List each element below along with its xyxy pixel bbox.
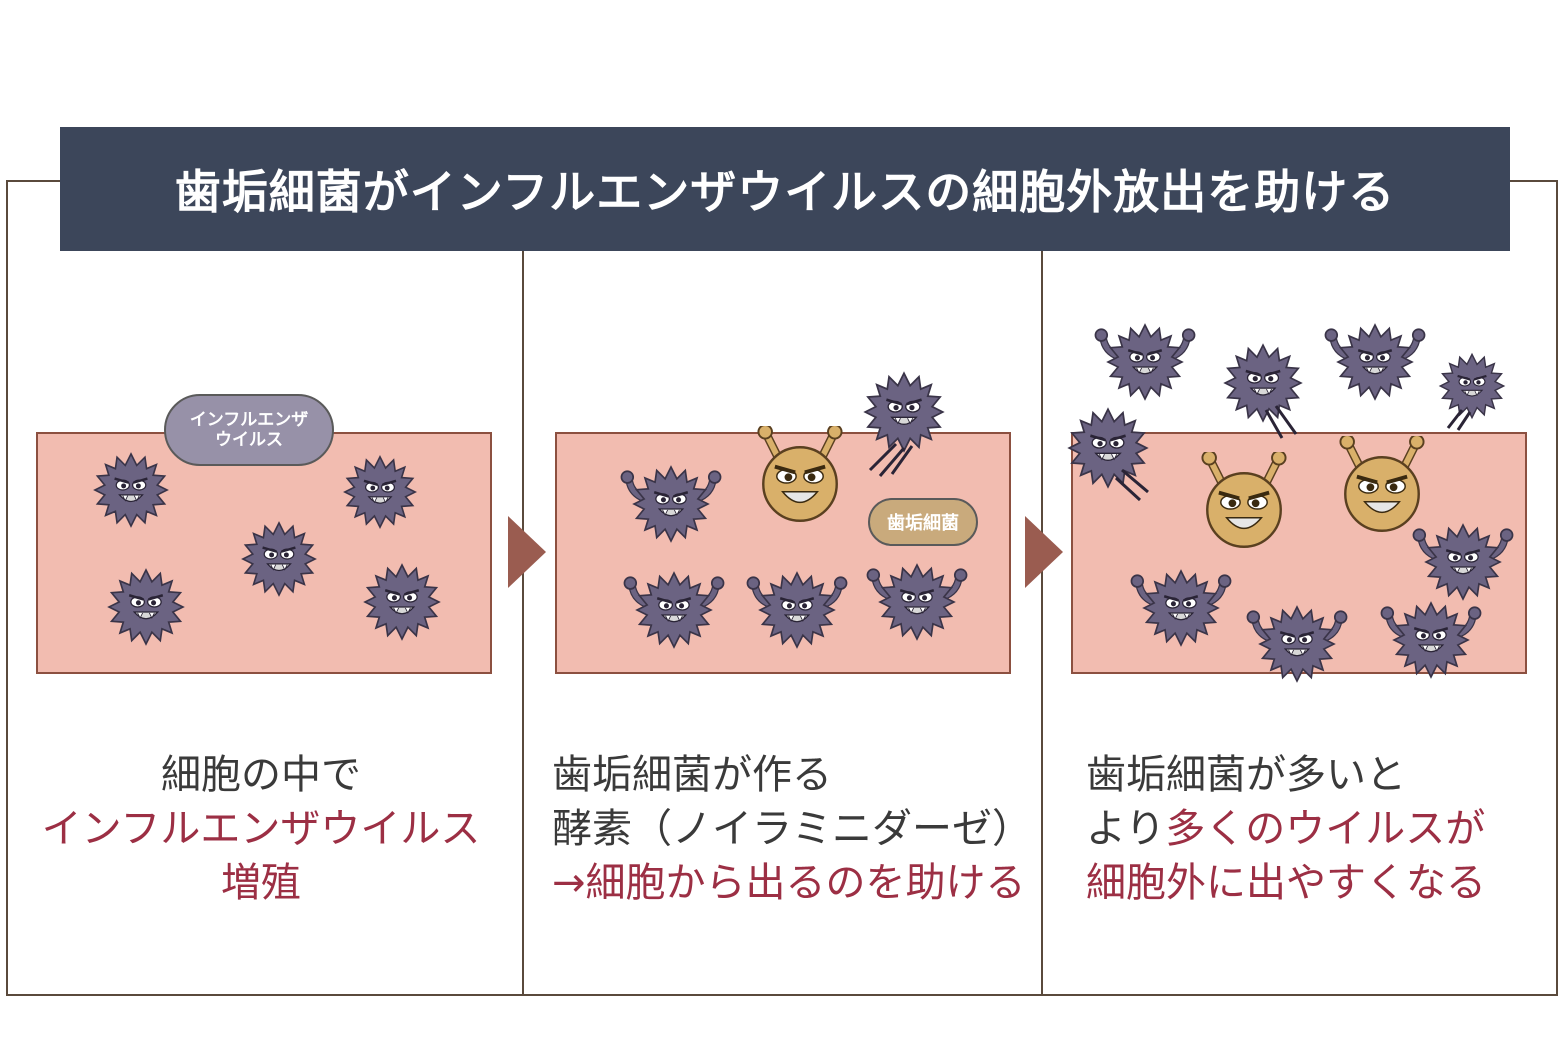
virus-icon [624,573,723,647]
bacteria-icon [758,425,841,521]
virus-icon [241,521,317,597]
virus-icon [867,565,966,639]
bubble-line: インフルエンザ [189,410,309,430]
caption-line-highlight: →細胞から出るのを助ける [552,860,1026,906]
virus-icon [1247,607,1346,681]
escaping-virus-icon [1067,407,1149,502]
caption-text-highlight: 多くのウイルスが [1165,806,1486,852]
caption-line: 歯垢細菌が作る [552,752,832,798]
bubble-line: ウイルス [215,430,283,450]
virus-icon [363,563,441,641]
caption-line-highlight: 細胞外に出やすくなる [1086,860,1486,906]
caption-line-highlight: インフルエンザウイルス [41,806,481,852]
caption-line-highlight: 増殖 [221,860,301,906]
caption-panel-1: 細胞の中で インフルエンザウイルス 増殖 [0,748,522,910]
virus-icon [1381,603,1480,677]
influenza-virus-label: インフルエンザ ウイルス [164,394,334,466]
bacteria-icon [1202,451,1285,547]
virus-icon [747,573,846,647]
diagram-title: 歯垢細菌がインフルエンザウイルスの細胞外放出を助ける [60,127,1510,251]
bacteria-icon [1340,435,1423,531]
panel-divider-1 [522,250,524,996]
plaque-bacteria-label: 歯垢細菌 [868,498,978,546]
arrow-right-icon [508,516,546,588]
virus-icon [93,452,169,528]
virus-icon [1325,325,1424,399]
caption-text: より [1086,806,1166,852]
virus-icon [1131,571,1230,645]
caption-line: 細胞の中で [161,752,361,798]
caption-panel-3: 歯垢細菌が多いと より多くのウイルスが 細胞外に出やすくなる [1086,748,1486,910]
virus-icon [343,455,417,529]
escaping-virus-icon [1439,353,1505,431]
virus-icon [1095,325,1194,399]
escaping-virus-icon [863,371,945,477]
caption-line: より多くのウイルスが [1086,802,1486,856]
panel-divider-2 [1041,250,1043,996]
caption-line: 歯垢細菌が多いと [1086,752,1406,798]
virus-icon [621,467,720,541]
virus-icon [1413,525,1512,599]
virus-icon [107,568,185,646]
caption-line: 酵素（ノイラミニダーゼ） [552,806,1032,852]
caption-panel-2: 歯垢細菌が作る 酵素（ノイラミニダーゼ） →細胞から出るのを助ける [552,748,1032,910]
escaping-virus-icon [1223,343,1303,439]
arrow-right-icon [1025,516,1063,588]
